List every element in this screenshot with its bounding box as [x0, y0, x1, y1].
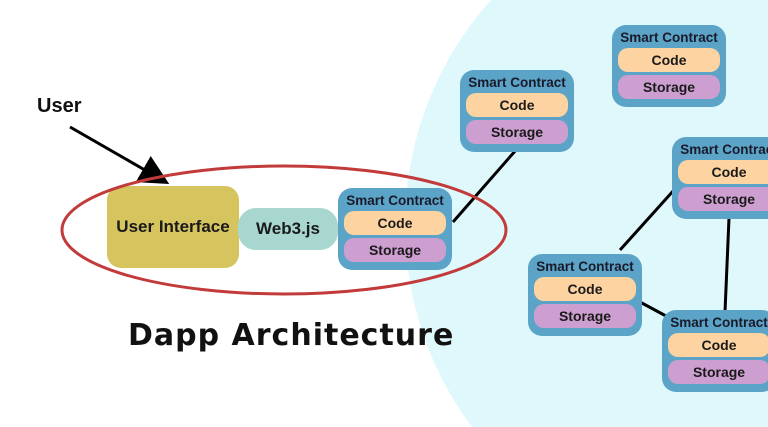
- web3js-box: Web3.js: [238, 208, 338, 250]
- smart-contract-box: Smart Contract Code Storage: [672, 137, 768, 219]
- code-block: Code: [344, 211, 446, 235]
- code-block: Code: [618, 48, 720, 72]
- smart-contract-box: Smart Contract Code Storage: [460, 70, 574, 152]
- user-arrow: [69, 125, 170, 184]
- code-block: Code: [668, 333, 768, 357]
- connector-line: [639, 300, 667, 318]
- smart-contract-box: Smart Contract Code Storage: [662, 310, 768, 392]
- smart-contract-title: Smart Contract: [670, 315, 768, 330]
- storage-block: Storage: [618, 75, 720, 99]
- storage-block: Storage: [344, 238, 446, 262]
- smart-contract-box: Smart Contract Code Storage: [612, 25, 726, 107]
- storage-block: Storage: [534, 304, 636, 328]
- connector-line: [618, 188, 676, 252]
- smart-contract-title: Smart Contract: [620, 30, 718, 45]
- code-block: Code: [678, 160, 768, 184]
- smart-contract-box: Smart Contract Code Storage: [338, 188, 452, 270]
- storage-block: Storage: [466, 120, 568, 144]
- storage-block: Storage: [668, 360, 768, 384]
- storage-block: Storage: [678, 187, 768, 211]
- code-block: Code: [534, 277, 636, 301]
- code-block: Code: [466, 93, 568, 117]
- user-interface-box: User Interface: [107, 186, 239, 268]
- smart-contract-title: Smart Contract: [468, 75, 566, 90]
- smart-contract-box: Smart Contract Code Storage: [528, 254, 642, 336]
- user-label: User: [37, 95, 82, 117]
- connector-line: [723, 217, 731, 313]
- smart-contract-title: Smart Contract: [536, 259, 634, 274]
- diagram-title: Dapp Architecture: [128, 318, 455, 353]
- smart-contract-title: Smart Contract: [346, 193, 444, 208]
- smart-contract-title: Smart Contract: [680, 142, 768, 157]
